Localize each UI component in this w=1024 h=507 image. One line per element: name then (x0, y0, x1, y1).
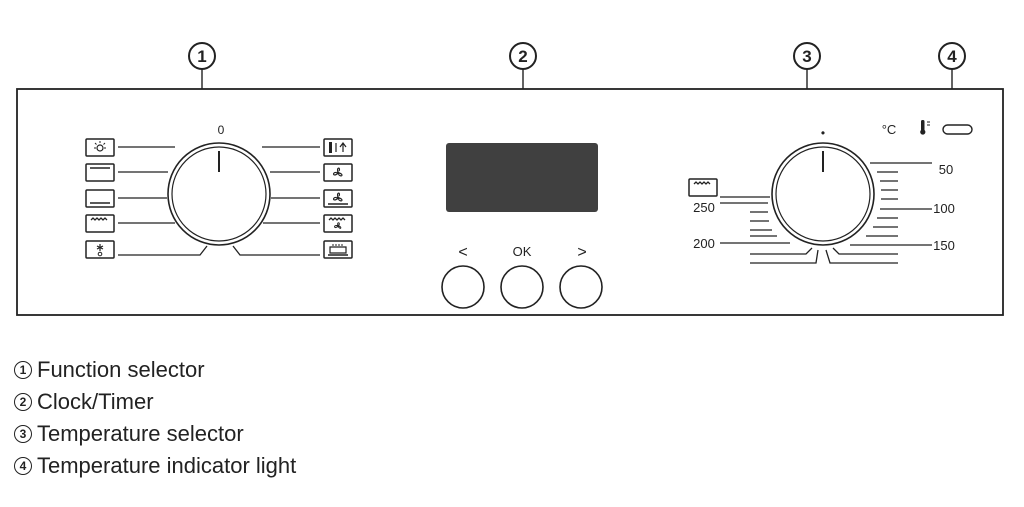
bottom-heat-icon (85, 189, 115, 208)
legend-number: 4 (14, 457, 32, 475)
top-heat-icon (85, 163, 115, 182)
callout-4: 4 (938, 42, 966, 126)
legend-item: 4 Temperature indicator light (14, 450, 296, 482)
temperature-grill-icon (688, 178, 718, 197)
clock-left-label: < (458, 244, 467, 261)
temperature-label-150: 150 (933, 238, 955, 253)
legend-number: 3 (14, 425, 32, 443)
defrost-icon (85, 240, 115, 259)
legend-item: 1 Function selector (14, 354, 296, 386)
callout-1-number: 1 (197, 47, 206, 66)
function-knob[interactable] (167, 142, 271, 246)
temperature-label-250: 250 (693, 200, 715, 215)
clock-ok-label: OK (513, 244, 532, 259)
clock-timer: < OK > (441, 143, 603, 309)
legend-text: Clock/Timer (37, 389, 154, 414)
rapid-heat-icon (323, 138, 353, 157)
temperature-zero-dot: • (821, 126, 825, 140)
clock-display (446, 143, 598, 212)
temperature-selector: • °C (688, 120, 973, 264)
fan-plus-icon (323, 163, 353, 182)
legend-number: 2 (14, 393, 32, 411)
legend: 1 Function selector 2 Clock/Timer 3 Temp… (14, 354, 296, 482)
temperature-scale-right (825, 162, 932, 264)
legend-text: Temperature selector (37, 421, 244, 446)
legend-item: 3 Temperature selector (14, 418, 296, 450)
clock-right-button[interactable] (559, 265, 603, 309)
temperature-scale-left (720, 196, 819, 264)
temperature-label-100: 100 (933, 201, 955, 216)
fan-grill-icon (323, 214, 353, 233)
clock-ok-button[interactable] (500, 265, 544, 309)
clock-right-label: > (577, 244, 586, 261)
oven-light-icon (85, 138, 115, 157)
callout-4-number: 4 (947, 47, 957, 66)
temperature-indicator-light (942, 124, 973, 135)
legend-item: 2 Clock/Timer (14, 386, 296, 418)
legend-number: 1 (14, 361, 32, 379)
temperature-label-200: 200 (693, 236, 715, 251)
function-zero-mark: 0 (218, 123, 225, 137)
function-selector: 0 (85, 123, 353, 259)
clock-left-button[interactable] (441, 265, 485, 309)
temperature-label-50: 50 (939, 162, 953, 177)
oven-control-panel-diagram: 1 2 3 4 0 (16, 42, 1004, 316)
gentle-bake-icon (323, 240, 353, 259)
callout-2-number: 2 (518, 47, 527, 66)
grill-icon (85, 214, 115, 233)
legend-text: Function selector (37, 357, 205, 382)
fan-bottom-heat-icon (323, 189, 353, 208)
temperature-unit-label: °C (882, 122, 897, 137)
callout-3-number: 3 (802, 47, 811, 66)
thermometer-icon (920, 120, 930, 135)
legend-text: Temperature indicator light (37, 453, 297, 478)
temperature-knob[interactable] (771, 142, 875, 246)
